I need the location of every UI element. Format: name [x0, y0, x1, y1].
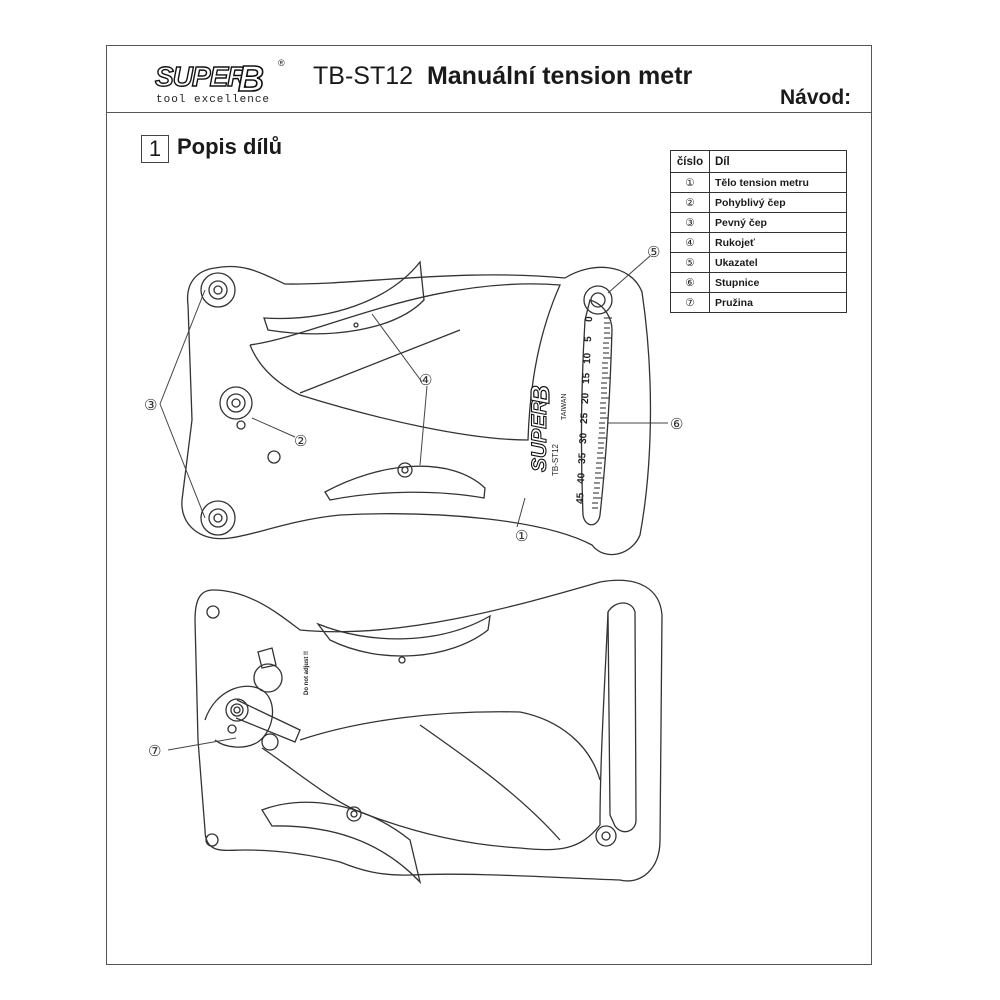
scale-label: 40 — [576, 472, 587, 484]
front-view: 0 5 10 15 20 25 30 35 40 45 SUPER B TAIW… — [144, 244, 683, 556]
scale-label: 25 — [579, 412, 590, 424]
scale-label: 0 — [584, 316, 595, 322]
registered-mark: ® — [278, 58, 285, 68]
handle-rivet — [353, 322, 359, 328]
back-lower-handle — [261, 801, 422, 885]
logo-super-text: SUPER — [154, 60, 248, 92]
scale-label: 20 — [580, 392, 591, 404]
body-brand-b: B — [525, 385, 555, 404]
scale-label: 30 — [578, 432, 589, 444]
header-divider — [106, 112, 872, 113]
product-title: Manuální tension metr — [426, 62, 693, 90]
part-name: Tělo tension metru — [709, 172, 847, 193]
logo-tagline: tool excellence — [156, 94, 271, 106]
scale-slot — [580, 299, 613, 526]
small-hole — [236, 420, 246, 430]
scale-label: 35 — [577, 452, 588, 464]
back-curve — [299, 711, 601, 781]
diagonal-line — [299, 329, 461, 394]
callout-5: ⑤ — [647, 244, 660, 261]
meter-body-outline — [181, 265, 652, 556]
back-corner-hole — [206, 605, 220, 619]
scale-label: 45 — [575, 492, 586, 504]
back-arm — [261, 611, 609, 851]
callout-6: ⑥ — [670, 416, 683, 433]
callout-7: ⑦ — [148, 743, 161, 760]
handle-screw — [397, 462, 413, 478]
back-lens — [419, 724, 561, 841]
section-number: 1 — [141, 135, 169, 163]
small-hole — [267, 450, 281, 464]
scale-labels: 0 5 10 15 20 25 30 35 40 45 — [575, 316, 595, 504]
callout-leaders — [159, 255, 668, 528]
arm-curve — [249, 283, 561, 441]
body-brand: SUPER B TAIWAN TB-ST12 — [524, 385, 568, 476]
callout-labels: ③ ② ④ ⑤ ⑥ ① — [144, 244, 683, 545]
page-frame — [106, 45, 872, 965]
back-slot — [607, 602, 637, 833]
body-brand-taiwan: TAIWAN — [561, 394, 568, 420]
part-name: Rukojeť — [709, 232, 847, 253]
warning-text: Do not adjust !! — [304, 651, 310, 695]
fixed-pin-top — [200, 272, 236, 308]
callout-1: ① — [515, 528, 528, 545]
back-view: Do not adjust !! ⑦ — [148, 579, 663, 885]
fixed-pin-bottom — [200, 500, 236, 536]
spring-assembly — [204, 647, 301, 751]
back-handle-rivet — [398, 656, 406, 664]
document-title: TB-ST12 Manuální tension metr — [313, 62, 692, 91]
callout-4: ④ — [419, 372, 432, 389]
model-number: TB-ST12 — [313, 62, 414, 90]
scale-label: 5 — [583, 336, 594, 342]
meter-back-outline — [194, 579, 663, 882]
section-title: Popis dílů — [177, 134, 283, 159]
upper-handle — [263, 260, 425, 335]
warning-label: Do not adjust !! — [304, 651, 310, 695]
lower-handle — [324, 465, 486, 501]
header-number: číslo — [670, 150, 710, 173]
back-upper-handle — [316, 614, 491, 657]
brand-logo: SUPER B ® tool excellence — [150, 57, 290, 108]
part-name: Pružina — [709, 292, 847, 313]
logo-b-letter: B — [237, 57, 265, 100]
moving-pin — [219, 386, 253, 420]
part-name: Pevný čep — [709, 212, 847, 233]
scale-label: 10 — [582, 352, 593, 364]
back-arm-pivot — [595, 825, 617, 847]
body-brand-super: SUPER — [528, 399, 551, 472]
callout-2: ② — [294, 433, 307, 450]
pointer-pivot — [583, 285, 613, 315]
spring-leader — [167, 737, 237, 751]
body-brand-model: TB-ST12 — [551, 443, 560, 476]
scale-ticks — [592, 317, 612, 509]
manual-label: Návod: — [780, 86, 852, 109]
callout-3: ③ — [144, 397, 157, 414]
back-corner-hole — [205, 833, 219, 847]
back-handle-screw — [346, 806, 362, 822]
scale-label: 15 — [581, 372, 592, 384]
